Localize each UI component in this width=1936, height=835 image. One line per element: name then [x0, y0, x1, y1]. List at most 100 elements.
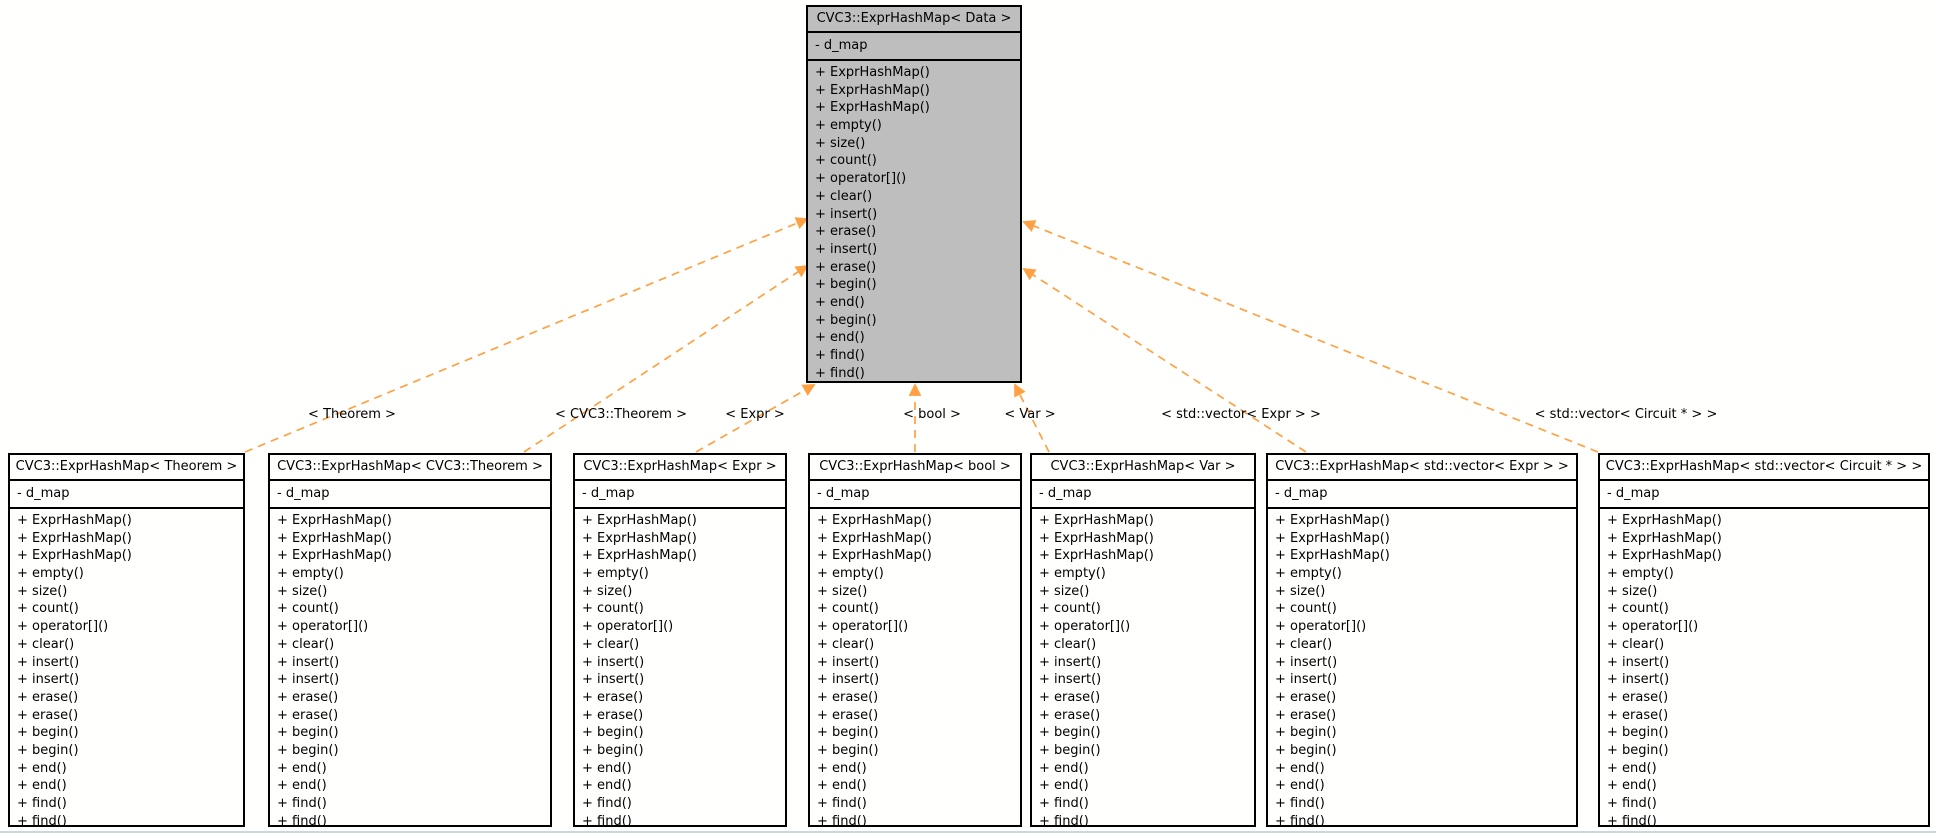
- class-box[interactable]: CVC3::ExprHashMap< Theorem > - d_map + E…: [8, 453, 245, 829]
- method-item: + count(): [277, 601, 339, 617]
- method-item: + erase(): [815, 259, 877, 275]
- method-item: + erase(): [1275, 707, 1337, 723]
- method-item: + ExprHashMap(): [817, 530, 932, 546]
- method-item: + ExprHashMap(): [277, 530, 392, 546]
- method-item: + begin(): [582, 742, 644, 758]
- class-methods: + ExprHashMap()+ ExprHashMap()+ ExprHash…: [270, 509, 550, 830]
- method-item: + count(): [1607, 601, 1669, 617]
- method-item: + begin(): [277, 725, 339, 741]
- method-item: + insert(): [17, 672, 80, 688]
- method-item: + ExprHashMap(): [1039, 530, 1154, 546]
- method-item: + ExprHashMap(): [17, 530, 132, 546]
- method-item: + operator[](): [1039, 619, 1131, 635]
- method-item: + find(): [17, 796, 67, 811]
- method-item: + find(): [582, 813, 632, 829]
- method-item: + ExprHashMap(): [1275, 530, 1390, 546]
- method-item: + end(): [1275, 778, 1325, 794]
- attribute-item: - d_map: [817, 486, 870, 501]
- class-box[interactable]: CVC3::ExprHashMap< Expr > - d_map + Expr…: [573, 453, 787, 830]
- method-item: + ExprHashMap(): [1607, 548, 1722, 564]
- method-item: + empty(): [582, 566, 649, 582]
- method-item: + insert(): [1039, 672, 1102, 688]
- class-box[interactable]: CVC3::ExprHashMap< Var > - d_map + ExprH…: [1030, 453, 1256, 829]
- method-item: + ExprHashMap(): [815, 65, 930, 80]
- method-item: + end(): [1607, 778, 1657, 794]
- method-item: + find(): [1039, 813, 1089, 829]
- method-item: + insert(): [1039, 654, 1102, 670]
- method-item: + find(): [1607, 796, 1657, 811]
- method-item: + find(): [815, 348, 865, 363]
- class-methods: + ExprHashMap()+ ExprHashMap()+ ExprHash…: [808, 61, 1020, 382]
- method-item: + find(): [277, 796, 327, 811]
- method-item: + empty(): [277, 566, 344, 582]
- method-item: + ExprHashMap(): [1275, 548, 1390, 564]
- method-item: + erase(): [582, 689, 644, 705]
- method-item: + size(): [815, 135, 866, 151]
- instantiation-edge: [1022, 267, 1307, 453]
- class-attributes: - d_map: [10, 481, 243, 509]
- instantiation-edge: [1022, 220, 1599, 453]
- method-item: + begin(): [1275, 742, 1337, 758]
- method-item: + ExprHashMap(): [17, 513, 132, 528]
- method-item: + size(): [277, 583, 328, 599]
- template-instantiation-label: < std::vector< Circuit * > >: [1534, 407, 1718, 422]
- class-box[interactable]: CVC3::ExprHashMap< bool > - d_map + Expr…: [808, 453, 1022, 829]
- method-item: + size(): [817, 583, 868, 599]
- method-item: + insert(): [815, 241, 878, 257]
- method-item: + count(): [582, 601, 644, 617]
- method-item: + insert(): [817, 672, 880, 688]
- method-item: + end(): [17, 760, 67, 776]
- template-instantiation-label: < Expr >: [725, 407, 785, 422]
- method-item: + begin(): [1275, 725, 1337, 741]
- class-methods: + ExprHashMap()+ ExprHashMap()+ ExprHash…: [575, 509, 785, 830]
- method-item: + erase(): [1607, 707, 1669, 723]
- method-item: + end(): [582, 760, 632, 776]
- method-item: + operator[](): [1275, 619, 1367, 635]
- class-attributes: - d_map: [808, 33, 1020, 61]
- method-item: + end(): [582, 778, 632, 794]
- method-item: + find(): [17, 813, 67, 829]
- class-attributes: - d_map: [810, 481, 1020, 509]
- class-title: CVC3::ExprHashMap< std::vector< Expr > >: [1268, 455, 1576, 481]
- class-box-parent[interactable]: CVC3::ExprHashMap< Data > - d_map + Expr…: [806, 5, 1022, 383]
- method-item: + count(): [17, 601, 79, 617]
- class-methods: + ExprHashMap() + ExprHashMap() + ExprHash…: [1268, 509, 1576, 830]
- method-item: + erase(): [815, 224, 877, 240]
- method-item: + erase(): [817, 707, 879, 723]
- method-item: + ExprHashMap(): [817, 548, 932, 564]
- class-attributes: - d_map: [1032, 481, 1254, 509]
- method-item: + find(): [1275, 813, 1325, 829]
- method-item: + ExprHashMap(): [1275, 513, 1390, 528]
- method-item: + end(): [815, 294, 865, 310]
- method-item: + count(): [815, 153, 877, 169]
- instantiation-edge: [523, 264, 809, 453]
- method-item: + operator[](): [17, 619, 109, 635]
- class-box[interactable]: CVC3::ExprHashMap< std::vector< Circuit …: [1598, 453, 1930, 829]
- method-item: + end(): [17, 778, 67, 794]
- method-item: + ExprHashMap(): [277, 548, 392, 564]
- method-item: + ExprHashMap(): [582, 530, 697, 546]
- class-title: CVC3::ExprHashMap< CVC3::Theorem >: [270, 455, 550, 481]
- attribute-item: - d_map: [815, 38, 868, 53]
- method-item: + insert(): [1275, 672, 1338, 688]
- class-box[interactable]: CVC3::ExprHashMap< CVC3::Theorem > - d_m…: [268, 453, 552, 830]
- method-item: + size(): [1275, 583, 1326, 599]
- class-attributes: - d_map: [575, 481, 785, 509]
- template-instantiation-label: < CVC3::Theorem >: [555, 407, 687, 422]
- method-item: + operator[](): [815, 171, 907, 187]
- class-title: CVC3::ExprHashMap< std::vector< Circuit …: [1600, 455, 1928, 481]
- class-attributes: - d_map: [1268, 481, 1576, 509]
- method-item: + erase(): [817, 689, 879, 705]
- template-instantiation-label: < std::vector< Expr > >: [1161, 407, 1321, 422]
- method-item: + clear(): [817, 636, 875, 652]
- method-item: + insert(): [277, 654, 340, 670]
- method-item: + ExprHashMap(): [1607, 513, 1722, 528]
- method-item: + end(): [1039, 760, 1089, 776]
- method-item: + insert(): [1607, 654, 1670, 670]
- method-item: + end(): [817, 760, 867, 776]
- class-box[interactable]: CVC3::ExprHashMap< std::vector< Expr > >…: [1266, 453, 1578, 830]
- method-item: + ExprHashMap(): [1039, 548, 1154, 564]
- method-item: + clear(): [1275, 636, 1333, 652]
- page-bottom-rule: [0, 831, 1936, 833]
